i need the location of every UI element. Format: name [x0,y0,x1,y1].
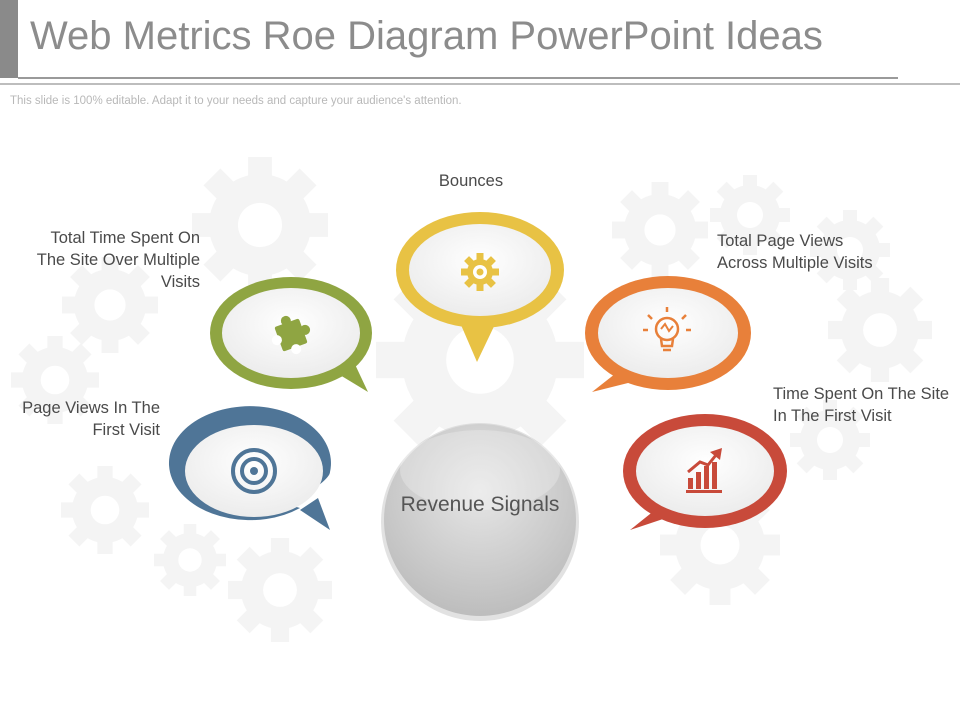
header-divider [0,83,960,85]
node-label-page-views: Page Views In The First Visit [22,399,160,439]
puzzle-icon [271,315,311,355]
background-gear-icon [192,157,328,293]
bubble-time-first-visit [623,414,787,530]
node-label-total-time: Total Time Spent On The Site Over Multip… [36,229,200,291]
gear-icon [461,253,499,291]
title-accent-bar [0,0,18,78]
lightbulb-icon [643,307,691,352]
target-icon [231,448,277,494]
title-underline [18,77,898,79]
background-gear-icon [228,538,332,642]
node-label-time-first-visit: Time Spent On The Site In The First Visi… [773,385,950,425]
bubble-total-time [210,277,372,392]
growth-chart-icon [686,448,722,493]
center-circle [381,423,579,621]
background-gear-icon [828,278,932,382]
background-gear-icon [154,524,227,596]
node-label-bounces: Bounces [438,172,504,190]
bubble-page-views [168,406,331,530]
page-subtitle: This slide is 100% editable. Adapt it to… [10,95,462,107]
bubble-bounces [396,212,564,362]
background-gear-icon [612,182,708,278]
page-title: Web Metrics Roe Diagram PowerPoint Ideas [30,14,823,58]
node-label-total-page-views: Total Page Views Across Multiple Visits [717,232,873,272]
center-label: Revenue Signals [400,493,560,516]
bubble-total-page-views [585,276,751,392]
background-gear-icon [61,466,150,554]
